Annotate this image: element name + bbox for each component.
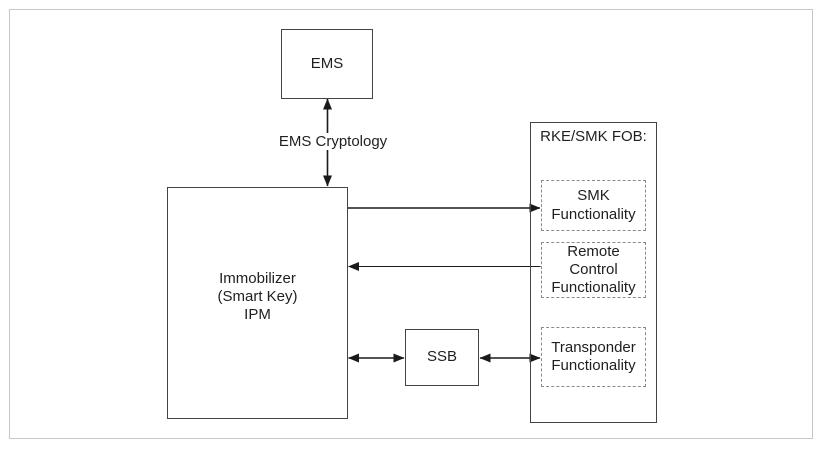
node-smk-functionality: SMK Functionality (541, 180, 646, 231)
node-remote-control-functionality: Remote Control Functionality (541, 242, 646, 298)
node-rke-smk-fob: RKE/SMK FOB: (530, 122, 657, 423)
node-smk-functionality-label: SMK Functionality (551, 187, 636, 223)
node-rke-smk-fob-title: RKE/SMK FOB: (540, 128, 647, 145)
node-immobilizer: Immobilizer (Smart Key) IPM (167, 187, 348, 419)
node-immobilizer-label: Immobilizer (Smart Key) IPM (217, 269, 298, 324)
node-transponder-functionality: Transponder Functionality (541, 327, 646, 387)
node-ems-label: EMS (310, 54, 344, 72)
diagram-frame (9, 9, 813, 439)
ems-cryptology-label: EMS Cryptology (275, 133, 391, 150)
node-ssb: SSB (405, 329, 479, 386)
node-transponder-functionality-label: Transponder Functionality (551, 338, 636, 374)
node-ssb-label: SSB (426, 348, 457, 366)
node-ems: EMS (281, 29, 373, 99)
node-remote-control-functionality-label: Remote Control Functionality (551, 242, 636, 297)
